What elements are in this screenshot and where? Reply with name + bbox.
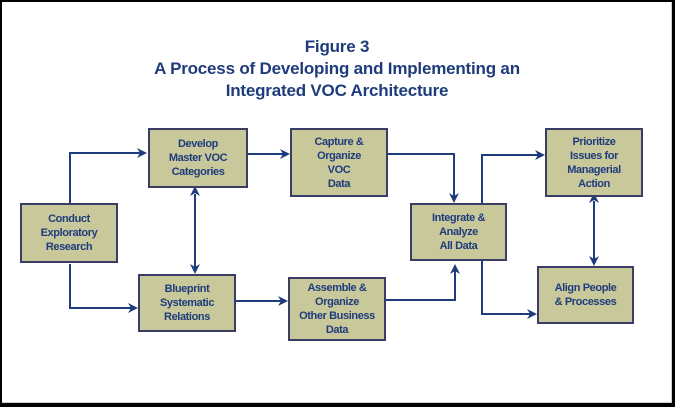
edge-assemble-integrate	[386, 264, 460, 301]
node-label: Capture & Organize VOC Data	[314, 135, 364, 190]
node-align-people-processes: Align People & Processes	[537, 266, 634, 324]
figure-label: Figure 3	[304, 37, 370, 56]
edge-integrate-align	[481, 260, 537, 319]
connector-layer	[69, 148, 599, 319]
node-develop-master-voc-categories: Develop Master VOC Categories	[148, 128, 248, 188]
node-label: Assemble & Organize Other Business Data	[299, 282, 375, 336]
node-label: Blueprint Systematic Relations	[159, 283, 215, 323]
edge-conduct-blueprint	[69, 264, 138, 313]
edge-conduct-develop	[69, 148, 147, 203]
node-label: Conduct Exploratory Research	[40, 213, 98, 253]
node-integrate-analyze-all-data: Integrate & Analyze All Data	[410, 203, 507, 261]
figure-title-line-1: A Process of Developing and Implementing…	[154, 59, 520, 78]
node-label: Prioritize Issues for Managerial Action	[567, 135, 621, 190]
node-conduct-exploratory-research: Conduct Exploratory Research	[20, 203, 118, 263]
edge-integrate-prioritize	[481, 150, 545, 203]
diagram-canvas: Figure 3 A Process of Developing and Imp…	[2, 2, 672, 403]
figure-title-line-2: Integrated VOC Architecture	[225, 81, 449, 100]
edge-capture-integrate	[387, 153, 459, 203]
node-assemble-organize-other-business-data: Assemble & Organize Other Business Data	[288, 277, 386, 341]
node-prioritize-issues-managerial-action: Prioritize Issues for Managerial Action	[545, 128, 643, 197]
node-capture-organize-voc-data: Capture & Organize VOC Data	[290, 128, 388, 197]
node-blueprint-systematic-relations: Blueprint Systematic Relations	[138, 274, 236, 332]
node-label: Integrate & Analyze All Data	[431, 212, 486, 252]
node-label: Develop Master VOC Categories	[168, 138, 228, 178]
node-label: Align People & Processes	[554, 282, 617, 308]
